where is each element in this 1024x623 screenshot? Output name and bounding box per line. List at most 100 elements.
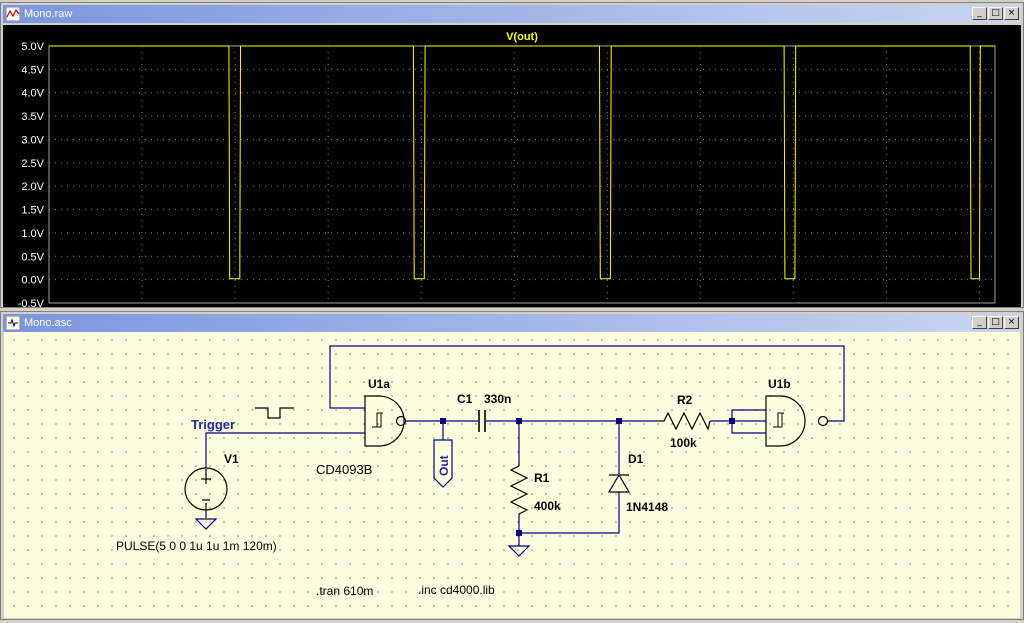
grid-dot xyxy=(985,68,986,70)
grid-dot xyxy=(841,68,842,70)
grid-dot xyxy=(943,68,944,70)
schematic-minimize-button[interactable]: _ xyxy=(972,316,987,329)
grid-dot xyxy=(913,255,914,257)
waveform-close-button[interactable]: × xyxy=(1004,7,1019,20)
schematic-titlebar[interactable]: Mono.asc _ □ × xyxy=(3,314,1021,332)
grid-dot xyxy=(391,185,392,187)
grid-dot xyxy=(955,92,956,94)
voltage-source-v1[interactable] xyxy=(184,467,228,511)
grid-dot xyxy=(835,185,836,187)
wire-d1-anode[interactable] xyxy=(519,492,620,534)
grid-dot xyxy=(97,92,98,94)
grid-dot xyxy=(271,68,272,70)
grid-dot xyxy=(775,185,776,187)
grid-dot xyxy=(475,115,476,117)
grid-dot xyxy=(847,68,848,70)
grid-dot xyxy=(181,92,182,94)
grid-dot xyxy=(151,115,152,117)
schematic-canvas[interactable]: Out U1a U1b C1 330n R1 400k R2 100k D1 1… xyxy=(4,332,1020,618)
grid-dot xyxy=(699,100,701,101)
grid-dot xyxy=(679,255,680,257)
grid-dot xyxy=(606,184,608,185)
grid-dot xyxy=(457,115,458,117)
grid-dot xyxy=(445,185,446,187)
grid-dot xyxy=(643,138,644,140)
grid-dot xyxy=(415,209,416,211)
waveform-maximize-button[interactable]: □ xyxy=(988,7,1003,20)
grid-dot xyxy=(607,279,608,281)
diode-d1[interactable] xyxy=(607,473,631,493)
grid-dot xyxy=(703,232,704,234)
grid-dot xyxy=(234,190,236,191)
schematic-close-button[interactable]: × xyxy=(1004,316,1019,329)
grid-dot xyxy=(499,138,500,140)
grid-dot xyxy=(606,100,608,101)
grid-dot xyxy=(871,138,872,140)
grid-dot xyxy=(205,279,206,281)
grid-dot xyxy=(241,185,242,187)
grid-dot xyxy=(439,232,440,234)
grid-dot xyxy=(499,115,500,117)
grid-dot xyxy=(349,255,350,257)
grid-dot xyxy=(877,209,878,211)
resistor-r1[interactable] xyxy=(509,462,529,515)
gate-u1b[interactable] xyxy=(765,395,829,447)
grid-dot xyxy=(373,255,374,257)
grid-dot xyxy=(853,209,854,211)
grid-dot xyxy=(823,279,824,281)
grid-dot xyxy=(829,185,830,187)
net-flag-out[interactable] xyxy=(433,439,453,488)
grid-dot xyxy=(619,209,620,211)
grid-dot xyxy=(823,232,824,234)
grid-dot xyxy=(385,232,386,234)
ground-icon[interactable] xyxy=(194,518,218,530)
grid-dot xyxy=(601,92,602,94)
waveform-titlebar[interactable]: Mono.raw _ □ × xyxy=(3,5,1021,23)
grid-dot xyxy=(699,208,701,209)
wire-trigger[interactable] xyxy=(205,432,365,468)
grid-dot xyxy=(205,162,206,164)
trace-vout[interactable] xyxy=(49,45,995,280)
grid-dot xyxy=(667,68,668,70)
grid-dot xyxy=(234,238,236,239)
grid-dot xyxy=(199,279,200,281)
tran-directive[interactable]: .tran 610m xyxy=(316,584,373,598)
grid-dot xyxy=(792,286,794,287)
gate-u1a[interactable] xyxy=(364,395,407,447)
grid-dot xyxy=(792,256,794,257)
grid-dot xyxy=(541,209,542,211)
net-label-out[interactable]: Out xyxy=(437,455,451,476)
grid-dot xyxy=(877,232,878,234)
trigger-net-label[interactable]: Trigger xyxy=(191,417,235,432)
grid-dot xyxy=(792,148,794,149)
grid-dot xyxy=(499,255,500,257)
grid-dot xyxy=(793,209,794,211)
grid-dot xyxy=(631,185,632,187)
waveform-minimize-button[interactable]: _ xyxy=(972,7,987,20)
grid-dot xyxy=(733,162,734,164)
grid-dot xyxy=(805,185,806,187)
grid-dot xyxy=(699,166,701,167)
schematic-maximize-button[interactable]: □ xyxy=(988,316,1003,329)
grid-dot xyxy=(331,232,332,234)
grid-dot xyxy=(751,209,752,211)
grid-dot xyxy=(661,279,662,281)
grid-dot xyxy=(79,209,80,211)
resistor-r2[interactable] xyxy=(660,411,711,431)
grid-dot xyxy=(145,279,146,281)
capacitor-c1[interactable] xyxy=(478,410,486,432)
grid-dot xyxy=(967,68,968,70)
inc-directive[interactable]: .inc cd4000.lib xyxy=(418,583,495,597)
trace-name-label[interactable]: V(out) xyxy=(506,31,538,43)
ground-icon[interactable] xyxy=(507,545,531,557)
grid-dot xyxy=(241,209,242,211)
grid-dot xyxy=(885,130,887,131)
grid-dot xyxy=(745,92,746,94)
grid-dot xyxy=(919,92,920,94)
grid-dot xyxy=(499,209,500,211)
grid-dot xyxy=(699,70,701,71)
wire-feedback[interactable] xyxy=(329,345,845,422)
grid-dot xyxy=(355,162,356,164)
grid-dot xyxy=(493,115,494,117)
